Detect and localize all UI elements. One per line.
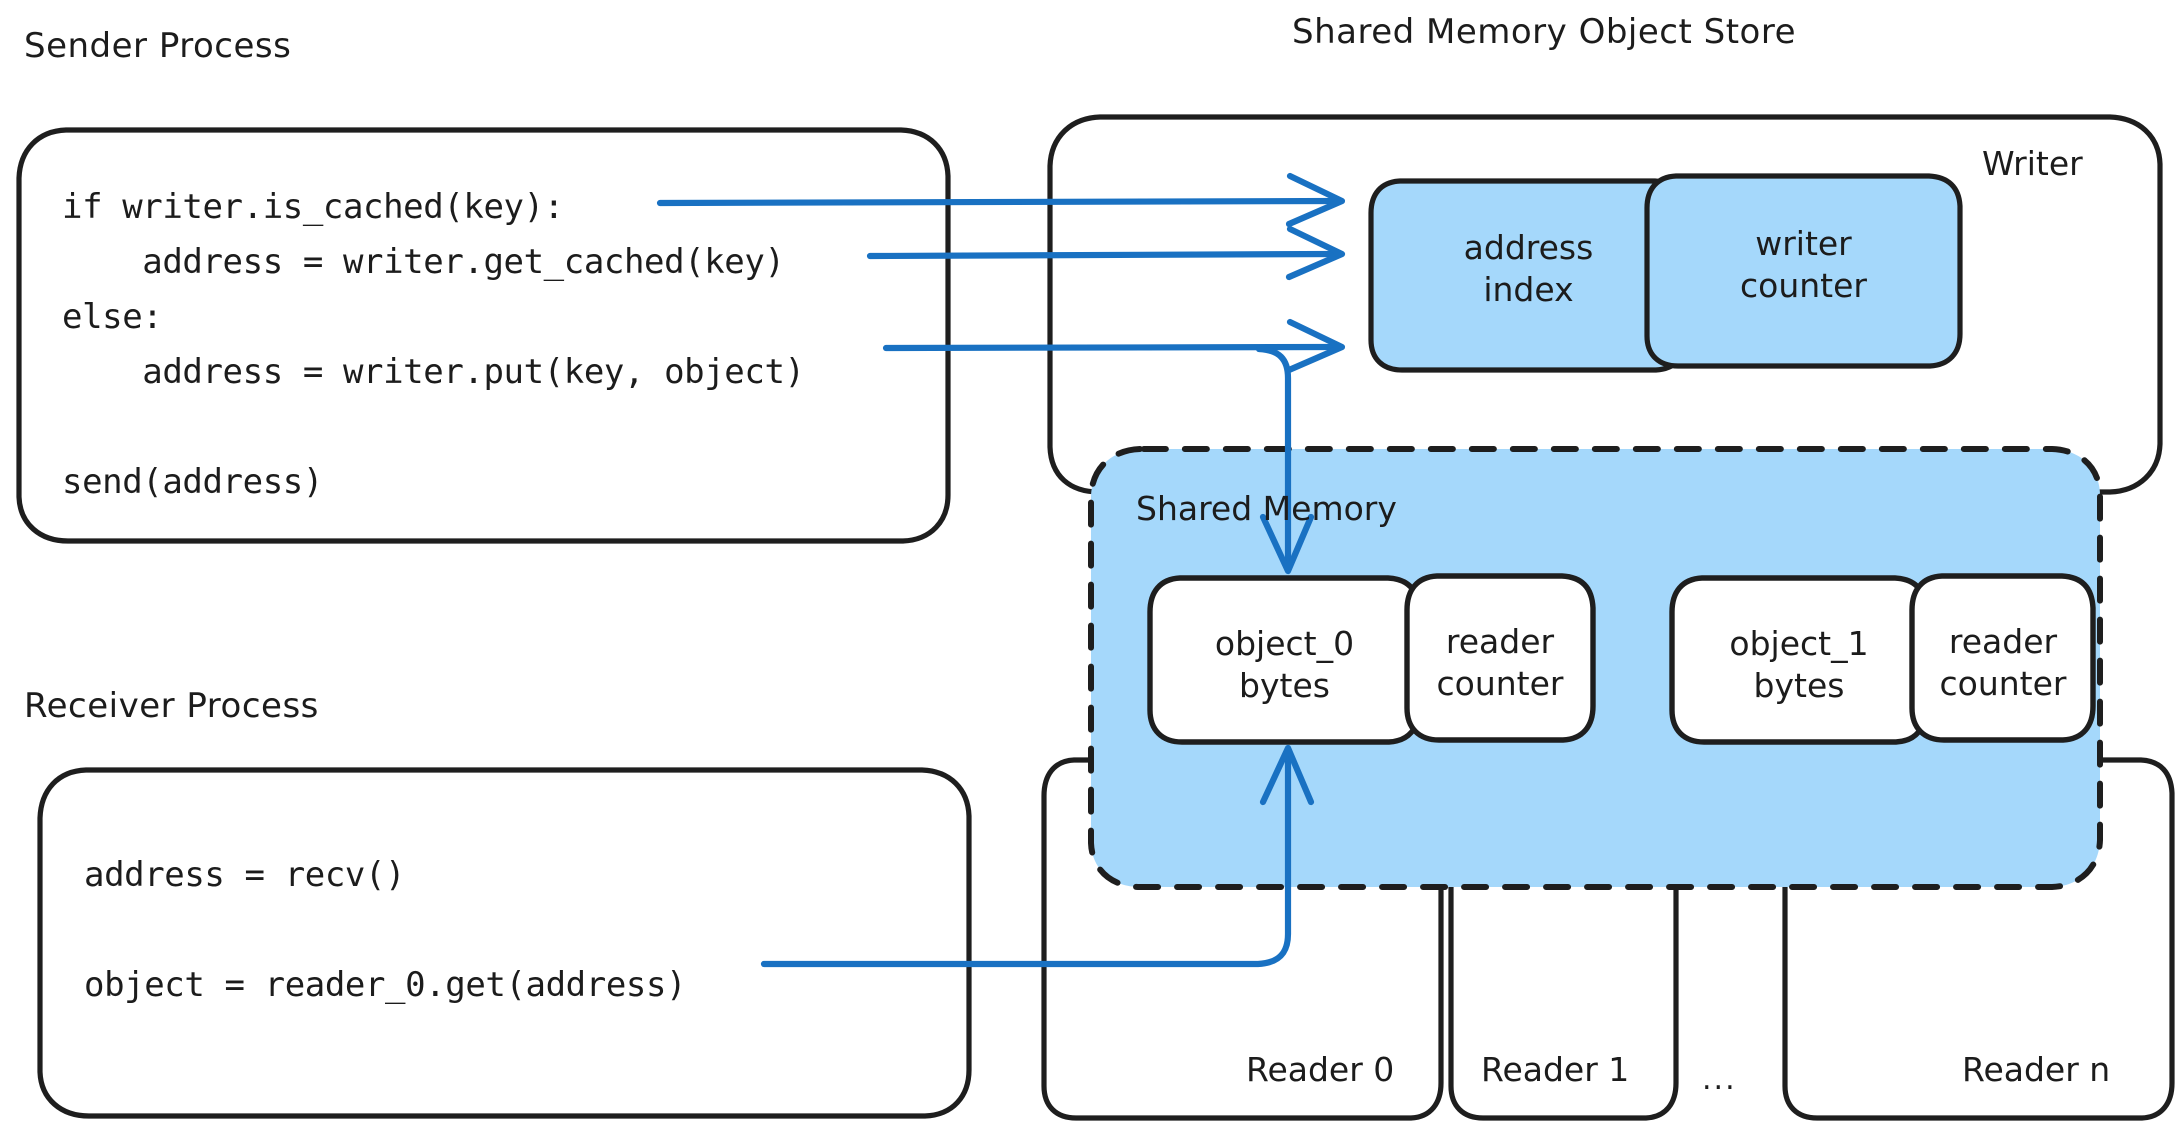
- object-1-line-2: bytes: [1753, 666, 1845, 706]
- writer-address-index-line-2: index: [1483, 270, 1574, 310]
- writer-counter-line-2: counter: [1740, 266, 1867, 306]
- object-0-line-1: object_0: [1214, 624, 1355, 663]
- arrow-is-cached-to-address-index: [656, 172, 1346, 228]
- sender-code-line-1: address = writer.get_cached(key): [62, 242, 785, 283]
- arrow-reader-get-to-object-0-bytes: [760, 744, 1315, 968]
- object-1-counter-line-1: reader: [1948, 622, 2058, 661]
- object-0-line-2: bytes: [1239, 666, 1330, 706]
- sender-code-block: if writer.is_cached(key): address = writ…: [62, 180, 805, 510]
- sender-code-line-0: if writer.is_cached(key):: [62, 187, 564, 227]
- readers-ellipsis-label: ...: [1702, 1062, 1737, 1097]
- receiver-code-line-2: object = reader_0.get(address): [84, 965, 687, 1006]
- shared-memory-object-store-title: Shared Memory Object Store: [1292, 12, 1796, 52]
- object-0-counter-line-2: counter: [1436, 664, 1564, 704]
- arrow-put-to-address-index: [882, 318, 1346, 374]
- receiver-code-line-0: address = recv(): [84, 855, 406, 895]
- writer-address-index-line-1: address: [1463, 228, 1594, 267]
- reader-0-label: Reader 0: [1246, 1050, 1395, 1089]
- object-0-reader-counter-cell: [1404, 573, 1596, 743]
- object-1-reader-counter-cell: [1909, 573, 2096, 743]
- sender-process-box: [16, 127, 951, 544]
- receiver-code-block: address = recv() object = reader_0.get(a…: [84, 848, 686, 1013]
- writer-counter-line-1: writer: [1755, 224, 1852, 263]
- receiver-process-title: Receiver Process: [24, 686, 319, 726]
- object-1-line-1: object_1: [1729, 624, 1869, 663]
- sender-code-line-5: send(address): [62, 462, 323, 503]
- object-1-counter-line-2: counter: [1939, 664, 2067, 704]
- writer-box: [1047, 114, 2163, 495]
- object-0-counter-line-1: reader: [1445, 622, 1555, 661]
- arrow-put-to-object-0-bytes: [1255, 345, 1315, 575]
- writer-label: Writer: [1982, 144, 2083, 183]
- sender-code-line-2: else:: [62, 297, 163, 338]
- reader-1-label: Reader 1: [1481, 1050, 1630, 1089]
- shared-memory-label: Shared Memory: [1136, 489, 1397, 528]
- sender-process-title: Sender Process: [24, 26, 292, 66]
- reader-n-label: Reader n: [1962, 1050, 2111, 1089]
- sender-code-line-3: address = writer.put(key, object): [62, 352, 805, 393]
- receiver-process-box: [37, 767, 972, 1119]
- arrow-get-cached-to-address-index: [866, 225, 1346, 281]
- writer-counter-cell: [1644, 173, 1963, 369]
